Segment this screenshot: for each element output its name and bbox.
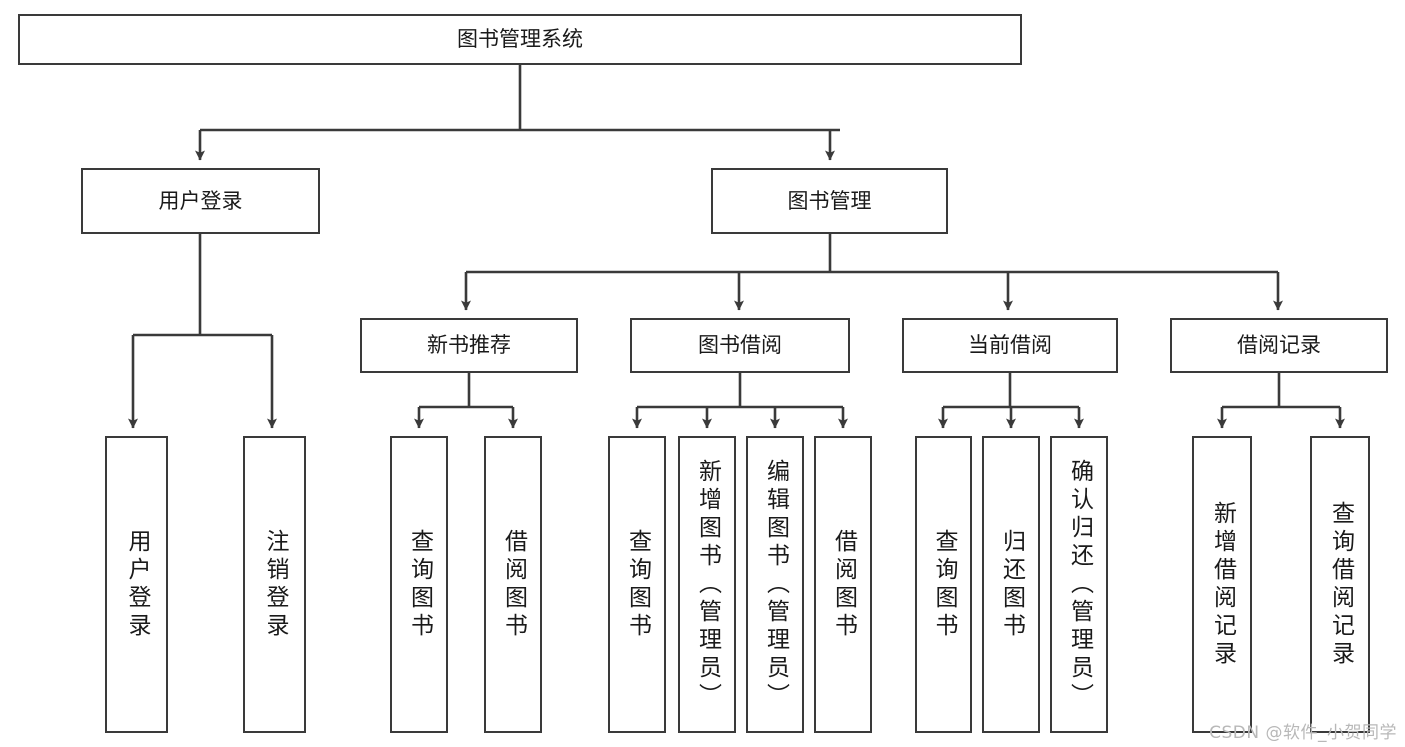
- leaf-edit-book-admin[interactable]: 编辑图书（管理员）: [746, 436, 804, 733]
- leaf-query-book-current-label: 查询图书: [931, 528, 957, 641]
- node-book-management[interactable]: 图书管理: [711, 168, 948, 234]
- node-book-borrow-label: 图书借阅: [698, 333, 782, 358]
- node-borrow-records[interactable]: 借阅记录: [1170, 318, 1388, 373]
- leaf-add-book-admin[interactable]: 新增图书（管理员）: [678, 436, 736, 733]
- leaf-query-book-newbook-label: 查询图书: [406, 528, 433, 641]
- leaf-confirm-return-admin-label: 确认归还（管理员）: [1066, 458, 1093, 711]
- leaf-logout[interactable]: 注销登录: [243, 436, 306, 733]
- node-new-book-recommend-label: 新书推荐: [427, 333, 511, 358]
- node-book-borrow[interactable]: 图书借阅: [630, 318, 850, 373]
- node-user-login-label: 用户登录: [158, 188, 243, 213]
- leaf-query-book-current[interactable]: 查询图书: [915, 436, 972, 733]
- node-user-login[interactable]: 用户登录: [81, 168, 320, 234]
- node-root-system-label: 图书管理系统: [457, 27, 583, 52]
- node-new-book-recommend[interactable]: 新书推荐: [360, 318, 578, 373]
- leaf-query-borrow-record[interactable]: 查询借阅记录: [1310, 436, 1370, 733]
- leaf-user-login[interactable]: 用户登录: [105, 436, 168, 733]
- csdn-watermark: CSDN @软件_小贺同学: [1209, 723, 1397, 743]
- leaf-add-borrow-record[interactable]: 新增借阅记录: [1192, 436, 1252, 733]
- leaf-add-book-admin-label: 新增图书（管理员）: [694, 458, 721, 711]
- leaf-return-book[interactable]: 归还图书: [982, 436, 1040, 733]
- leaf-borrow-book-newbook[interactable]: 借阅图书: [484, 436, 542, 733]
- node-book-management-label: 图书管理: [787, 188, 872, 213]
- leaf-query-borrow-record-label: 查询借阅记录: [1327, 500, 1354, 669]
- leaf-return-book-label: 归还图书: [998, 528, 1025, 641]
- leaf-add-borrow-record-label: 新增借阅记录: [1209, 500, 1236, 669]
- leaf-borrow-book-newbook-label: 借阅图书: [500, 528, 527, 641]
- leaf-lend-book[interactable]: 借阅图书: [814, 436, 872, 733]
- leaf-edit-book-admin-label: 编辑图书（管理员）: [762, 458, 789, 711]
- node-root-system[interactable]: 图书管理系统: [18, 14, 1022, 65]
- leaf-query-book-borrow[interactable]: 查询图书: [608, 436, 666, 733]
- leaf-query-book-borrow-label: 查询图书: [624, 528, 651, 641]
- leaf-user-login-label: 用户登录: [124, 528, 150, 641]
- leaf-confirm-return-admin[interactable]: 确认归还（管理员）: [1050, 436, 1108, 733]
- node-current-borrow-label: 当前借阅: [968, 333, 1052, 358]
- node-current-borrow[interactable]: 当前借阅: [902, 318, 1118, 373]
- leaf-logout-label: 注销登录: [262, 528, 288, 641]
- leaf-lend-book-label: 借阅图书: [830, 528, 857, 641]
- node-borrow-records-label: 借阅记录: [1237, 333, 1321, 358]
- leaf-query-book-newbook[interactable]: 查询图书: [390, 436, 448, 733]
